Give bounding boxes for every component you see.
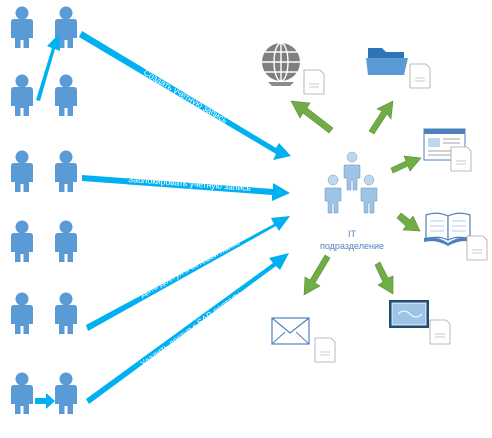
it-label-line1: IT	[348, 229, 357, 239]
user-icon	[55, 372, 77, 414]
document-icon	[314, 337, 336, 363]
mail-icon	[271, 317, 336, 363]
it-label-line2: подразделение	[320, 241, 384, 251]
user-icon	[11, 372, 33, 414]
green-arrow-icon	[374, 261, 394, 295]
arrow-portal-label: Удалить доступ к SAP-порталу	[138, 289, 243, 369]
document-icon	[303, 69, 325, 95]
document-icon	[409, 63, 431, 89]
user-icon	[343, 151, 361, 191]
user-group-2	[11, 150, 77, 262]
green-arrow-icon	[396, 212, 421, 232]
user-icon	[55, 150, 77, 192]
green-arrow-icon	[368, 100, 394, 135]
arrow-block-label: Заблокировать учетную запись	[128, 174, 252, 193]
folder-icon	[366, 48, 431, 89]
window-icon	[423, 128, 472, 172]
arrow-create-label: Создать учетную запись	[142, 67, 230, 125]
arrow-block-account: Заблокировать учетную запись	[82, 174, 290, 201]
arrow-folder-label: Дать доступ к сетевой папке	[138, 236, 242, 298]
certificate-icon	[389, 300, 451, 345]
user-icon	[55, 292, 77, 334]
user-icon	[55, 220, 77, 262]
user-icon	[11, 150, 33, 192]
user-icon	[55, 74, 77, 116]
user-icon	[11, 6, 33, 48]
green-arrow-icon	[290, 100, 334, 134]
document-icon	[450, 146, 472, 172]
green-arrows	[290, 100, 422, 296]
arrow-remove-portal: Удалить доступ к SAP-порталу	[86, 253, 289, 404]
user-icon	[11, 74, 33, 116]
user-icon	[324, 174, 342, 214]
user-icon	[11, 292, 33, 334]
arrow-create-account: Создать учетную запись	[79, 31, 291, 160]
globe-icon	[262, 42, 325, 95]
green-arrow-icon	[303, 254, 331, 296]
document-icon	[466, 235, 488, 261]
user-group-3	[11, 292, 77, 414]
document-icon	[429, 319, 451, 345]
user-icon	[11, 220, 33, 262]
user-icon	[360, 174, 378, 214]
it-department: IT подразделение	[320, 151, 384, 251]
green-arrow-icon	[390, 155, 422, 174]
arrow-up-icon	[36, 34, 60, 101]
book-icon	[424, 212, 488, 261]
arrow-right-icon	[35, 393, 55, 409]
user-group-1	[11, 6, 77, 116]
